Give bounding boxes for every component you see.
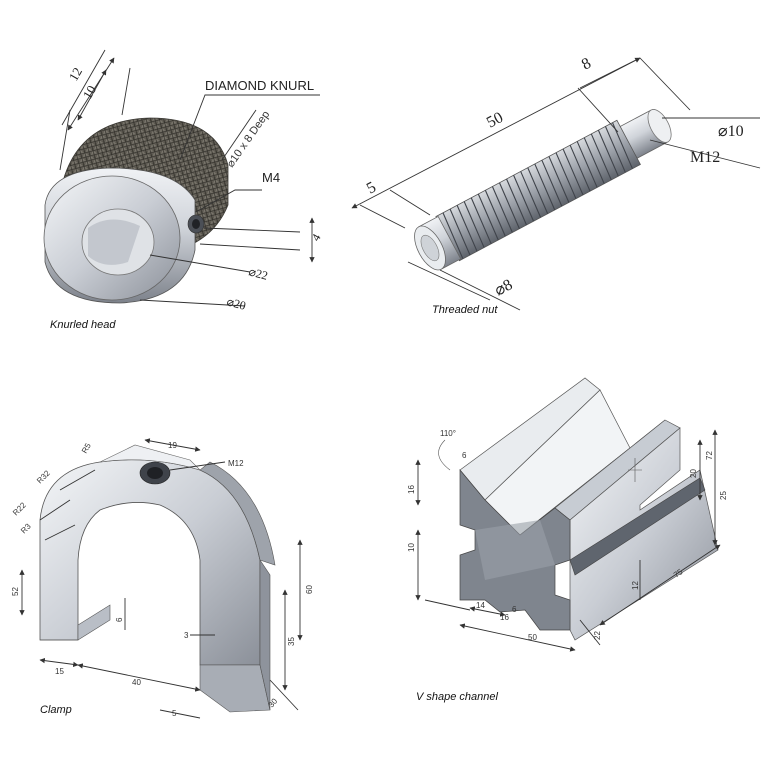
- clamp-dim-r32: R32: [35, 468, 52, 485]
- dim-8-top: 8: [579, 55, 594, 74]
- v-dim-50: 50: [528, 633, 537, 642]
- dim-12: 12: [66, 65, 85, 84]
- clamp-dim-m12: M12: [228, 459, 244, 468]
- clamp-dim-19: 19: [168, 441, 177, 450]
- dim-m12: M12: [690, 149, 720, 166]
- m4-thread-label: M4: [262, 170, 280, 185]
- clamp-caption: Clamp: [40, 704, 72, 716]
- dim-4: 4: [308, 231, 323, 243]
- knurled-head-panel: 12 10 DIAMOND KNURL ⌀10 x 8 Deep M4 4 ⌀2…: [43, 49, 324, 331]
- dim-50: 50: [484, 109, 506, 132]
- v-dim-16-left: 16: [407, 485, 416, 494]
- v-dim-16-bottom: 16: [500, 613, 509, 622]
- v-channel-panel: 110° 6 16 10 72 25 20 22 12 14 6 50 16 7…: [407, 377, 728, 703]
- left-foot: [40, 604, 111, 641]
- right-foot: [199, 664, 271, 713]
- dim-dia-8: ⌀8: [492, 276, 516, 299]
- v-dim-6-top: 6: [462, 451, 467, 460]
- v-dim-10-left: 10: [407, 543, 416, 552]
- v-dim-6-bottom: 6: [512, 605, 517, 614]
- v-dim-25: 25: [719, 491, 728, 500]
- hole-depth-label: ⌀10 x 8 Deep: [225, 109, 273, 170]
- clamp-dim-r22: R22: [11, 500, 28, 517]
- dim-dia-20: ⌀20: [225, 294, 247, 313]
- threaded-nut-caption: Threaded nut: [432, 304, 498, 316]
- clamp-arch: [39, 459, 261, 666]
- threaded-nut-panel: 8 50 5 ⌀10 M12 ⌀8 Threaded nut: [351, 55, 761, 316]
- clamp-dim-35: 35: [287, 637, 296, 646]
- clamp-dim-15: 15: [55, 667, 64, 676]
- dim-dia-10: ⌀10: [718, 123, 744, 140]
- v-dim-14: 14: [476, 601, 485, 610]
- clamp-top-face: [99, 444, 201, 471]
- v-dim-20: 20: [689, 469, 698, 478]
- dim-dia-22: ⌀22: [247, 264, 269, 283]
- v-dim-72: 72: [705, 451, 714, 460]
- clamp-dim-5: 5: [172, 709, 177, 718]
- v-dim-12: 12: [631, 581, 640, 590]
- clamp-dim-r5: R5: [80, 441, 93, 455]
- dim-10: 10: [80, 83, 99, 102]
- v-dim-110deg: 110°: [440, 429, 456, 438]
- clamp-dim-3: 3: [184, 631, 189, 640]
- clamp-dim-40: 40: [132, 678, 141, 687]
- v-dim-22: 22: [593, 631, 602, 640]
- knurled-head-caption: Knurled head: [50, 319, 116, 331]
- v-channel-caption: V shape channel: [416, 691, 499, 703]
- clamp-dim-60: 60: [305, 585, 314, 594]
- clamp-panel: 19 R5 M12 R32 R22 R3 52 6 3 15 40 60 35 …: [11, 438, 314, 719]
- diamond-knurl-label: DIAMOND KNURL: [205, 78, 314, 93]
- clamp-dim-r3: R3: [19, 521, 33, 535]
- clamp-dim-6: 6: [115, 617, 124, 622]
- dim-5: 5: [364, 179, 379, 198]
- clamp-dim-52: 52: [11, 587, 20, 596]
